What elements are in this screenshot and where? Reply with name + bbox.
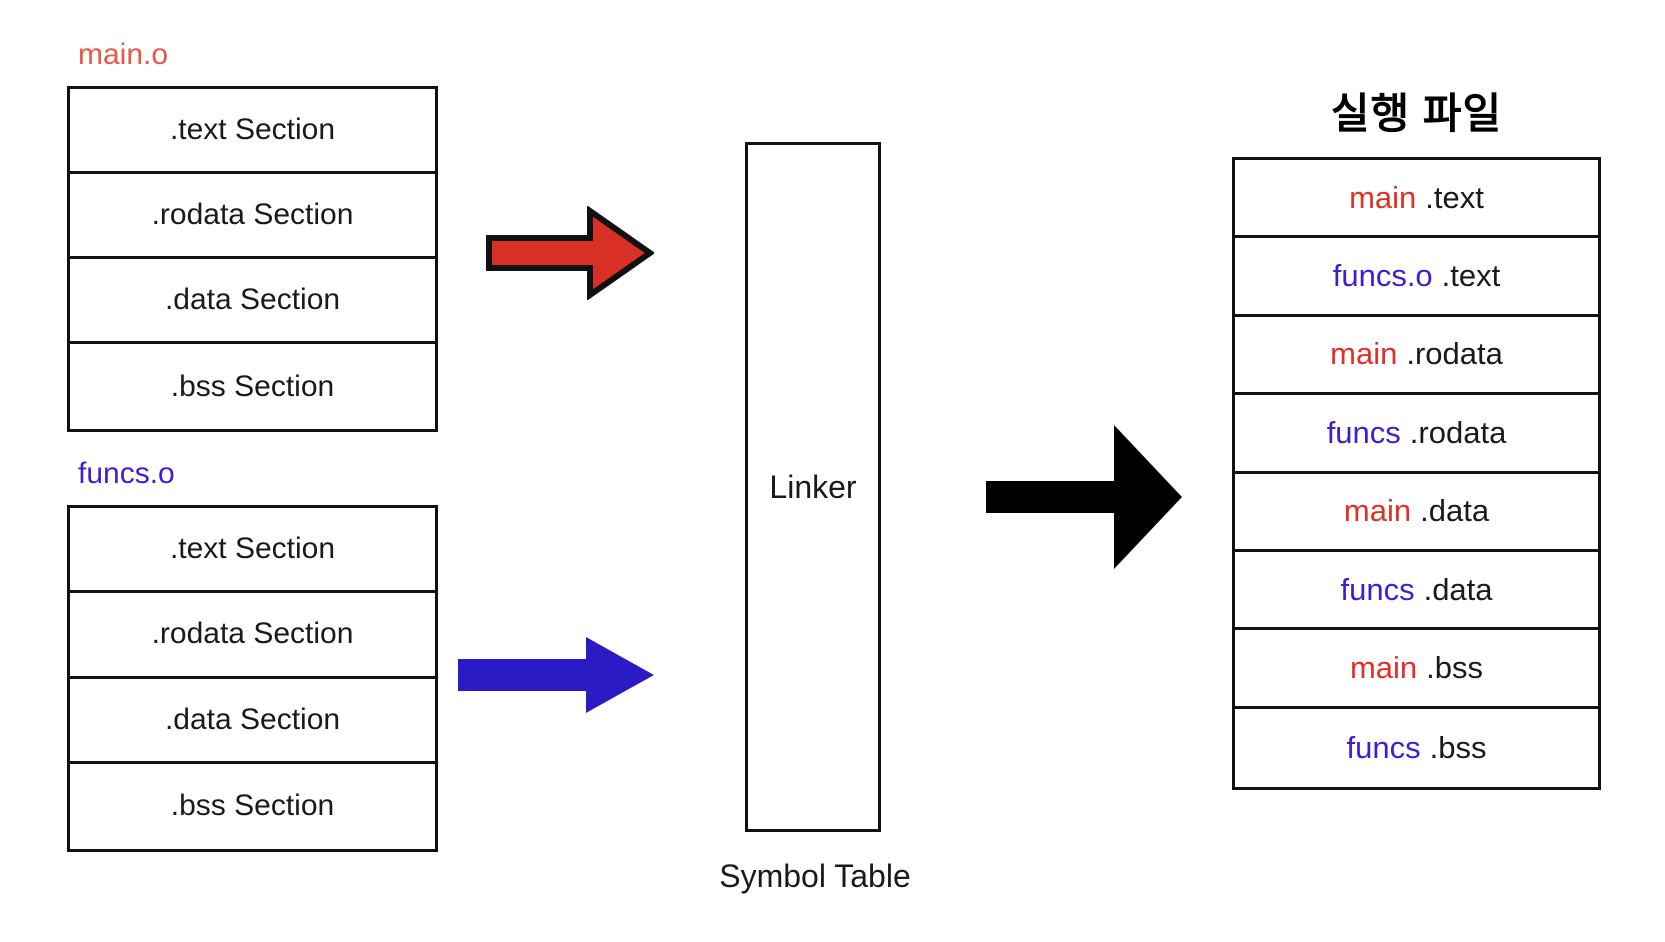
blue-arrow-icon	[458, 637, 654, 713]
executable-row-section: .rodata	[1406, 336, 1503, 372]
section-row: .bss Section	[70, 764, 435, 849]
section-row-label: .data Section	[164, 702, 341, 736]
executable-title: 실행 파일	[1330, 90, 1503, 137]
executable-row: funcs.o.text	[1235, 238, 1598, 317]
executable-row-owner: main	[1349, 179, 1417, 215]
executable-row: main.bss	[1235, 630, 1598, 709]
linker-label: Linker	[769, 468, 857, 505]
red-arrow-icon	[486, 206, 654, 300]
executable-row-owner: funcs	[1326, 414, 1401, 450]
object-file-label-main: main.o	[78, 38, 169, 71]
executable-row-section: .rodata	[1409, 414, 1507, 450]
executable-row: main.data	[1235, 474, 1598, 552]
executable-row-section: .bss	[1429, 729, 1487, 765]
executable-row-owner: funcs.o	[1332, 258, 1433, 294]
black-arrow-icon	[986, 419, 1182, 575]
object-file-label-funcs: funcs.o	[78, 457, 175, 490]
symbol-table-caption: Symbol Table	[719, 858, 911, 894]
section-row-label: .bss Section	[170, 369, 335, 403]
section-row-label: .text Section	[169, 532, 336, 566]
section-box-main: .text Section .rodata Section .data Sectio…	[67, 86, 438, 432]
executable-row-section: .data	[1420, 493, 1490, 529]
section-row-label: .text Section	[169, 113, 336, 146]
executable-row-section: .data	[1423, 571, 1493, 607]
section-row-label: .rodata Section	[151, 617, 354, 651]
executable-row: main.text	[1235, 160, 1598, 239]
executable-row: funcs.data	[1235, 552, 1598, 631]
executable-row-section: .bss	[1426, 649, 1484, 685]
executable-row: main.rodata	[1235, 317, 1598, 396]
section-row: .rodata Section	[70, 593, 435, 679]
section-row: .bss Section	[70, 344, 435, 429]
executable-row-section: .text	[1425, 179, 1484, 215]
executable-row-owner: main	[1343, 493, 1412, 529]
section-row-label: .data Section	[164, 283, 341, 316]
executable-row-owner: main	[1349, 649, 1418, 685]
section-row: .text Section	[70, 508, 435, 594]
section-row: .data Section	[70, 679, 435, 764]
executable-row-owner: main	[1330, 336, 1398, 372]
executable-row-owner: funcs	[1340, 571, 1415, 607]
section-row-label: .rodata Section	[151, 198, 354, 231]
linker-box: Linker	[745, 142, 881, 832]
section-row: .data Section	[70, 259, 435, 344]
section-row-label: .bss Section	[170, 789, 335, 823]
executable-row-section: .text	[1441, 258, 1501, 294]
section-row: .rodata Section	[70, 174, 435, 259]
section-row: .text Section	[70, 89, 435, 174]
executable-row-owner: funcs	[1346, 729, 1421, 765]
executable-row: funcs.bss	[1235, 709, 1598, 787]
section-box-funcs: .text Section .rodata Section .data Sectio…	[67, 505, 438, 852]
executable-row: funcs.rodata	[1235, 395, 1598, 474]
